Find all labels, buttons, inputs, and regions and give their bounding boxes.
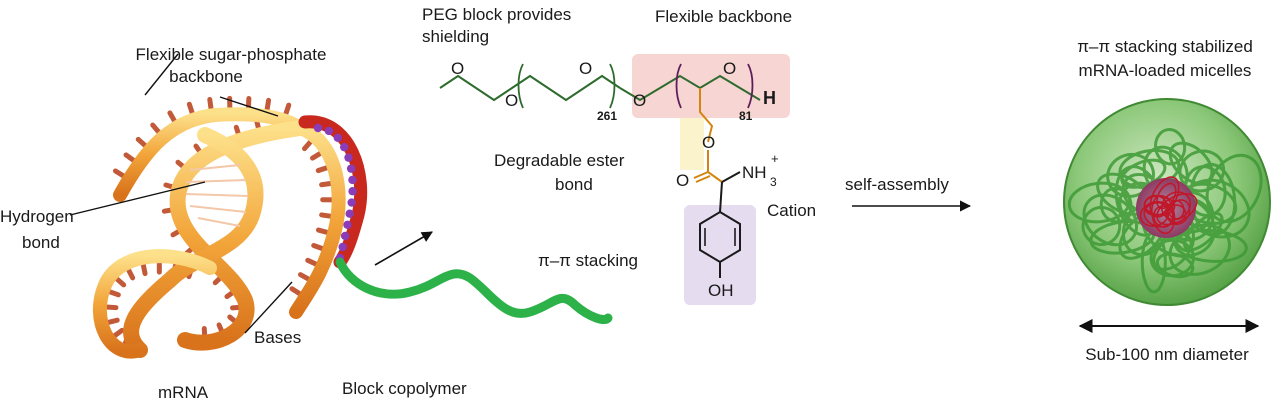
corona-loop: [1155, 252, 1195, 279]
amine-nh: NH: [742, 163, 767, 182]
cation-bead: [333, 133, 342, 143]
ester-bond: [707, 150, 723, 183]
core-coil: [1143, 194, 1168, 217]
corona-loop: [1067, 181, 1132, 224]
label-micelle-line1: π–π stacking stabilized: [1077, 37, 1253, 56]
oxygen-1: O: [451, 59, 464, 78]
mrna-core-coils: [1139, 176, 1198, 235]
label-cation: Cation: [767, 201, 816, 220]
leader-backbone: [219, 96, 279, 117]
mrna-strand-right: [289, 121, 346, 319]
label-ester-line1: Degradable ester: [494, 151, 625, 170]
peg-chain: [439, 74, 621, 102]
label-backbone-line2: backbone: [169, 67, 243, 86]
carbonyl-double-2: [695, 175, 711, 183]
label-peg-line1: PEG block provides: [422, 5, 571, 24]
cation-bead: [340, 142, 349, 152]
ester-oxygen: O: [702, 133, 715, 152]
corona-loop: [1082, 193, 1139, 247]
label-flexible-backbone: Flexible backbone: [655, 7, 792, 26]
ester-highlight: [680, 118, 704, 170]
mrna-illustration: [69, 53, 613, 359]
peg-bracket-open: [517, 63, 524, 109]
label-backbone-line1: Flexible sugar-phosphate: [136, 45, 327, 64]
cation-bead: [347, 198, 356, 207]
core-coil: [1152, 205, 1174, 228]
mrna-helix-strand-b: [123, 127, 264, 358]
peg-bracket-close: [609, 63, 616, 109]
oxygen-3: O: [579, 59, 592, 78]
micelle: [1063, 98, 1271, 306]
cation-bead: [348, 187, 357, 196]
leader-hbond: [69, 181, 206, 216]
carbonyl-double-1: [693, 171, 709, 179]
backbone-highlight: [632, 54, 790, 118]
oxygen-4: O: [633, 91, 646, 110]
hydrogen-end: H: [763, 88, 776, 108]
peg-subscript: 261: [597, 109, 617, 123]
label-micelle-line2: mRNA-loaded micelles: [1079, 61, 1252, 80]
core-coil: [1156, 182, 1177, 210]
aromatic-highlight: [684, 205, 756, 305]
backbone-chain: [619, 74, 761, 102]
side-chain: [699, 88, 714, 143]
cation-bead: [343, 220, 352, 230]
hydrogen-bond-rungs: [185, 164, 249, 227]
peg-tail: [335, 257, 613, 324]
label-hbond-line2: bond: [22, 233, 60, 252]
cation-bead: [340, 231, 350, 241]
amine-bond: [721, 171, 741, 183]
amine-charge: +: [771, 151, 779, 166]
pointer-arrow: [374, 231, 433, 266]
label-ester-line2: bond: [555, 175, 593, 194]
cation-bead: [345, 209, 354, 218]
leader-backbone-left: [144, 53, 179, 96]
carbonyl-oxygen: O: [676, 171, 689, 190]
label-diameter: Sub-100 nm diameter: [1085, 345, 1249, 364]
cation-bead: [344, 153, 353, 162]
corona-loop: [1081, 205, 1122, 247]
mrna-strand-upper: [113, 107, 307, 202]
cation-bead: [324, 126, 334, 136]
backbone-subscript: 81: [739, 109, 753, 123]
label-block-copolymer: Block copolymer: [342, 379, 467, 398]
label-self-assembly: self-assembly: [845, 175, 949, 194]
label-peg-line2: shielding: [422, 27, 489, 46]
oxygen-5: O: [723, 59, 736, 78]
backbone-bracket-open: [675, 63, 682, 109]
label-bases: Bases: [254, 328, 301, 347]
cationic-polymer-block: [298, 115, 368, 269]
core-coil: [1139, 201, 1170, 227]
mrna-loop: [93, 249, 217, 359]
backbone-bracket-close: [747, 63, 754, 109]
oxygen-2: O: [505, 91, 518, 110]
label-hbond-line1: Hydrogen: [0, 207, 74, 226]
phenol-oh: OH: [708, 281, 734, 300]
corona-loop: [1183, 212, 1224, 252]
cation-bead: [348, 175, 357, 185]
cation-bead: [346, 164, 356, 173]
amine-subscript: 3: [770, 175, 777, 189]
corona-loop: [1205, 153, 1263, 224]
label-mrna: mRNA: [158, 383, 209, 402]
cation-bead: [338, 242, 347, 252]
chemical-structure: [439, 54, 790, 305]
cation-bead: [313, 123, 323, 133]
leader-bases: [244, 281, 293, 334]
benzyl-bond: [719, 181, 723, 213]
label-pi-stacking: π–π stacking: [538, 251, 638, 270]
